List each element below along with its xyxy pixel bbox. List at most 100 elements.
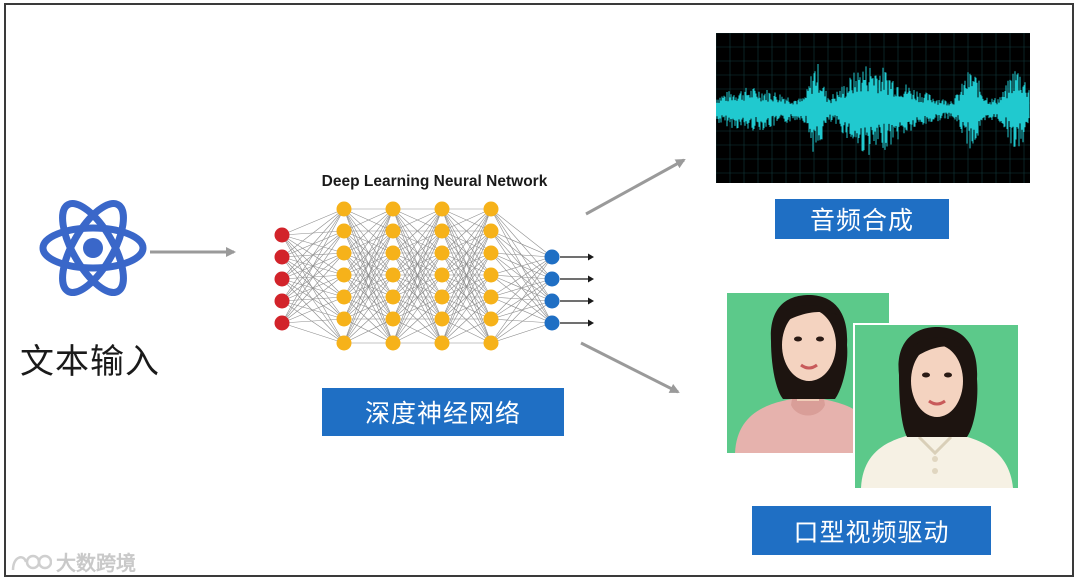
output-arrowhead	[588, 297, 594, 305]
network-connection	[392, 252, 443, 320]
network-connection	[281, 208, 345, 258]
network-connection	[441, 208, 492, 298]
network-connection	[441, 208, 492, 276]
network-connection	[490, 208, 553, 258]
hidden-node	[483, 311, 499, 327]
network-connection	[441, 230, 492, 344]
network-connection	[490, 252, 553, 258]
network-connection	[392, 208, 443, 232]
network-connection	[490, 318, 553, 324]
network-connection	[490, 256, 553, 298]
hidden-node	[336, 245, 352, 261]
network-connection	[441, 252, 492, 344]
network-connection	[343, 208, 394, 232]
hidden-node	[336, 311, 352, 327]
network-connection	[281, 208, 345, 236]
output-arrowhead	[588, 253, 594, 261]
network-connection	[392, 230, 443, 320]
hidden-node	[336, 289, 352, 305]
avatar-photo-white	[853, 323, 1018, 488]
hidden-node	[434, 289, 450, 305]
output-node	[544, 315, 560, 331]
network-connection	[281, 234, 345, 344]
arrow-network-to-audio	[585, 158, 686, 216]
network-connection	[281, 252, 345, 324]
hidden-node	[385, 201, 401, 217]
network-connection	[441, 230, 492, 320]
network-title: Deep Learning Neural Network	[321, 173, 548, 190]
network-connection	[490, 322, 553, 344]
hidden-node	[336, 223, 352, 239]
network-connection	[392, 274, 443, 320]
network-connection	[441, 252, 492, 320]
hidden-node	[434, 267, 450, 283]
network-connection	[490, 256, 553, 344]
network-connection	[343, 318, 394, 344]
network-connection	[392, 208, 443, 276]
network-connection	[343, 252, 394, 320]
network-connection	[281, 208, 345, 302]
avatar-photo-pink	[727, 293, 889, 453]
waveform-signal	[715, 64, 1030, 155]
network-connection	[490, 256, 553, 276]
output-node	[544, 249, 560, 265]
network-connection	[441, 208, 492, 320]
network-connection	[392, 208, 443, 320]
network-connection	[281, 318, 345, 324]
network-connection	[343, 274, 394, 320]
network-connection	[392, 296, 443, 344]
network-connection	[490, 300, 553, 344]
hidden-node	[434, 311, 450, 327]
network-connection	[343, 230, 394, 320]
network-connection	[441, 274, 492, 344]
network-connection	[392, 230, 443, 344]
hidden-node	[336, 201, 352, 217]
output-arrowhead	[588, 275, 594, 283]
hidden-node	[483, 335, 499, 351]
network-connection	[281, 322, 345, 344]
network-connection	[343, 296, 394, 344]
network-connection	[441, 208, 492, 344]
network-connection	[343, 252, 394, 344]
network-connection	[343, 208, 394, 276]
network-connection	[281, 274, 345, 324]
network-connection	[343, 208, 394, 344]
output-node	[544, 271, 560, 287]
hidden-node	[483, 267, 499, 283]
network-connection	[343, 208, 394, 254]
network-connection	[392, 208, 443, 254]
watermark-logo-icon	[11, 554, 52, 570]
input-node	[274, 271, 290, 287]
network-connection	[441, 296, 492, 320]
hidden-node	[434, 201, 450, 217]
network-connection	[392, 274, 443, 344]
network-connection	[441, 274, 492, 320]
hidden-node	[385, 223, 401, 239]
network-label: 深度神经网络	[322, 388, 564, 436]
video-label: 口型视频驱动	[752, 506, 991, 555]
audio-label: 音频合成	[775, 199, 949, 239]
input-node	[274, 315, 290, 331]
network-connection	[490, 230, 553, 258]
hidden-node	[483, 245, 499, 261]
network-connection	[343, 296, 394, 320]
network-connection	[343, 274, 394, 344]
hidden-node	[483, 289, 499, 305]
network-connection	[343, 208, 394, 320]
hidden-node	[483, 201, 499, 217]
network-connection	[490, 300, 553, 320]
input-node	[274, 293, 290, 309]
network-connection	[392, 252, 443, 344]
text-input-label: 文本输入	[20, 342, 160, 382]
network-connection	[392, 296, 443, 320]
network-connection	[490, 256, 553, 320]
hidden-node	[434, 335, 450, 351]
network-connection	[490, 278, 553, 344]
watermark: 大数跨境	[10, 547, 136, 576]
audio-waveform	[715, 32, 1030, 183]
hidden-node	[336, 335, 352, 351]
output-arrowhead	[588, 319, 594, 327]
network-connection	[392, 318, 443, 344]
network-connection	[441, 208, 492, 254]
